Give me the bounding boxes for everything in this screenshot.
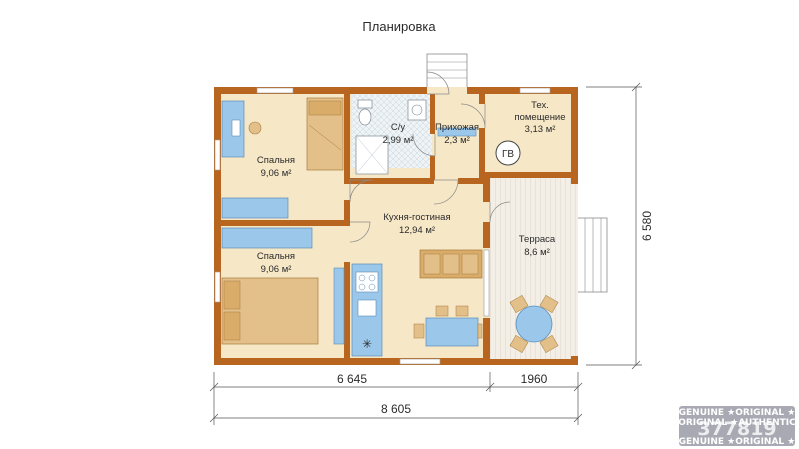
boiler-label: ГВ (502, 149, 514, 160)
boiler: ГВ (495, 140, 521, 166)
watermark-number: 377819 (697, 418, 776, 440)
watermark-line2: ORIGINAL ★AUTHENTIC (678, 418, 796, 428)
terrace-chair (539, 294, 559, 314)
top-bedroom-furniture (221, 97, 344, 219)
cabinet (333, 267, 345, 345)
cooktop (355, 271, 379, 293)
wardrobe (221, 227, 313, 249)
dining-chair (455, 305, 469, 317)
bathroom-area: 2,99 м² (383, 135, 414, 146)
tech-room-name-2: помещение (514, 112, 565, 123)
windows (214, 87, 551, 365)
dining-table (425, 317, 479, 347)
dim-total-height: 6 580 (640, 211, 654, 241)
room-labels: Спальня 9,06 м² Спальня 9,06 м² С/у 2,99… (257, 100, 566, 275)
terrace-area: 8,6 м² (524, 247, 550, 258)
watermark-line3: GENUINE ★ORIGINAL ★ (679, 437, 796, 447)
watermark-line1: GENUINE ★ORIGINAL ★ (679, 408, 796, 418)
hallway-name: Прихожая (435, 122, 479, 133)
stove-icon: ✳ (362, 337, 372, 351)
toilet (357, 99, 373, 109)
bedroom-bottom-name: Спальня (257, 251, 295, 262)
sink (407, 99, 427, 121)
bathroom-name: С/у (391, 122, 406, 133)
dim-terrace-width: 1960 (521, 372, 548, 386)
kitchen-sink (357, 299, 377, 317)
wardrobe (221, 197, 289, 219)
terrace-chair (509, 294, 529, 314)
kitchen-area: 12,94 м² (399, 225, 435, 236)
bedroom-bottom-area: 9,06 м² (261, 264, 292, 275)
chair (248, 121, 262, 135)
dining-chair (477, 323, 483, 339)
plan-title: Планировка (362, 19, 436, 34)
watermark-badge: GENUINE ★ORIGINAL ★ ORIGINAL ★AUTHENTIC … (678, 406, 796, 447)
dimension-lines (209, 82, 642, 425)
tech-room-area: 3,13 м² (525, 124, 556, 135)
terrace-steps (576, 217, 608, 293)
terrace-table (515, 305, 553, 343)
dining-chair (435, 305, 449, 317)
terrace-chair (539, 334, 559, 354)
kitchen-furniture: ✳ (351, 249, 483, 357)
bathroom-fixtures (355, 99, 427, 175)
bedroom-top-area: 9,06 м² (261, 168, 292, 179)
dining-chair (413, 323, 425, 339)
dim-total-width: 8 605 (381, 402, 411, 416)
terrace-chair (509, 334, 529, 354)
terrace-name: Терраса (519, 234, 556, 245)
kitchen-name: Кухня-гостиная (383, 212, 450, 223)
tech-room-name-1: Тех. (531, 100, 549, 111)
hallway-area: 2,3 м² (444, 135, 470, 146)
entrance-steps (426, 53, 468, 89)
terrace-furniture (509, 294, 559, 354)
doors (349, 71, 511, 243)
hallway-closet (437, 127, 477, 137)
bedroom-top-name: Спальня (257, 155, 295, 166)
bottom-bedroom-furniture (221, 227, 345, 345)
dim-house-width: 6 645 (337, 372, 367, 386)
walls (214, 87, 578, 365)
